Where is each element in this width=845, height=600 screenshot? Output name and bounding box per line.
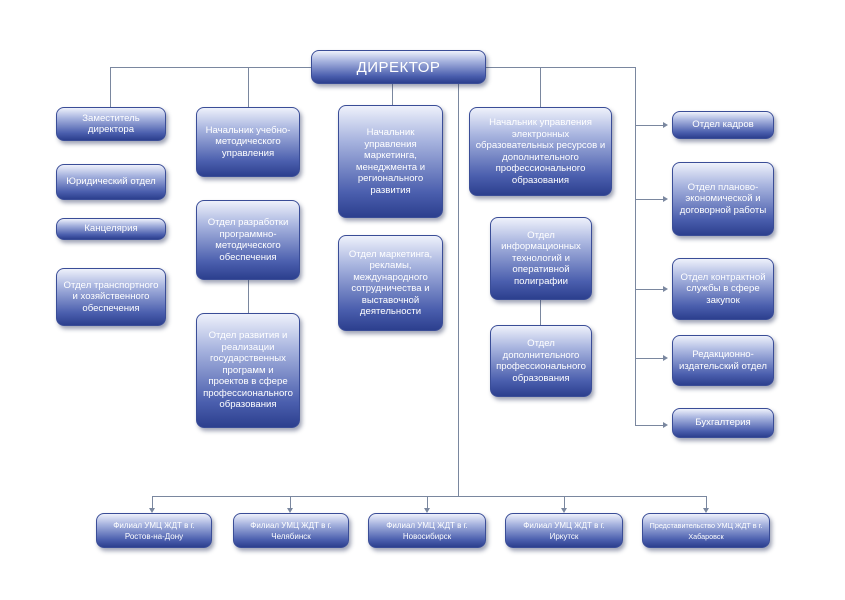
branch-chelyabinsk-node[interactable]: Филиал УМЦ ЖДТ в г. Челябинск — [233, 513, 349, 548]
programs-department-node[interactable]: Отдел развития и реализации государствен… — [196, 313, 300, 428]
software-department-node[interactable]: Отдел разработки программно-методическог… — [196, 200, 300, 280]
transport-department-node[interactable]: Отдел транспортного и хозяйственного обе… — [56, 268, 166, 326]
node-label: Юридический отдел — [66, 176, 156, 188]
arrow-right-icon — [663, 122, 668, 128]
node-label: Филиал УМЦ ЖДТ в г. Челябинск — [250, 520, 332, 541]
branch-khabarovsk-node[interactable]: Представительство УМЦ ЖДТ в г. Хабаровск — [642, 513, 770, 548]
arrow-down-icon — [149, 508, 155, 513]
it-department-node[interactable]: Отдел информационных технологий и операт… — [490, 217, 592, 300]
connector — [540, 300, 541, 325]
branch-rostov-node[interactable]: Филиал УМЦ ЖДТ в г. Ростов-на-Дону — [96, 513, 212, 548]
marketing-department-node[interactable]: Отдел маркетинга, рекламы, международног… — [338, 235, 443, 331]
connector — [635, 425, 665, 426]
node-label: Представительство УМЦ ЖДТ в г. Хабаровск — [649, 520, 763, 541]
arrow-down-icon — [703, 508, 709, 513]
planning-department-node[interactable]: Отдел планово-экономической и договорной… — [672, 162, 774, 236]
connector — [635, 358, 665, 359]
node-label: Отдел информационных технологий и операт… — [501, 229, 581, 287]
methodical-head-node[interactable]: Начальник учебно-методического управлени… — [196, 107, 300, 177]
procurement-department-node[interactable]: Отдел контрактной службы в сфере закупок — [672, 258, 774, 320]
marketing-head-node[interactable]: Начальник управления маркетинга, менеджм… — [338, 105, 443, 218]
branch-novosibirsk-node[interactable]: Филиал УМЦ ЖДТ в г. Новосибирск — [368, 513, 486, 548]
node-label: Заместитель директора — [82, 112, 140, 136]
node-label: Отдел контрактной службы в сфере закупок — [680, 271, 766, 306]
connector — [635, 67, 636, 425]
node-label: Редакционно-издательский отдел — [679, 349, 767, 372]
node-label: Отдел разработки программно-методическог… — [207, 217, 289, 263]
connector — [706, 496, 707, 510]
node-label: Филиал УМЦ ЖДТ в г. Новосибирск — [386, 520, 468, 541]
director-label: ДИРЕКТОР — [356, 58, 441, 76]
arrow-down-icon — [561, 508, 567, 513]
node-label: Канцелярия — [84, 223, 138, 235]
node-label: Филиал УМЦ ЖДТ в г. Иркутск — [523, 520, 605, 541]
node-label: Филиал УМЦ ЖДТ в г. Ростов-на-Дону — [113, 520, 195, 541]
arrow-right-icon — [663, 422, 668, 428]
arrow-right-icon — [663, 355, 668, 361]
connector — [540, 67, 541, 107]
further-education-department-node[interactable]: Отдел дополнительного профессионального … — [490, 325, 592, 397]
publishing-department-node[interactable]: Редакционно-издательский отдел — [672, 335, 774, 386]
connector — [635, 199, 665, 200]
connector — [427, 496, 428, 510]
accounting-node[interactable]: Бухгалтерия — [672, 408, 774, 438]
connector — [248, 67, 249, 107]
connector — [152, 496, 153, 510]
node-label: Отдел планово-экономической и договорной… — [679, 181, 767, 216]
connector — [290, 496, 291, 510]
connector — [458, 84, 459, 496]
connector — [110, 67, 111, 107]
arrow-right-icon — [663, 196, 668, 202]
branch-irkutsk-node[interactable]: Филиал УМЦ ЖДТ в г. Иркутск — [505, 513, 623, 548]
node-label: Начальник управления электронных образов… — [475, 117, 606, 186]
connector — [152, 496, 706, 497]
arrow-down-icon — [424, 508, 430, 513]
director-node[interactable]: ДИРЕКТОР — [311, 50, 486, 84]
hr-department-node[interactable]: Отдел кадров — [672, 111, 774, 139]
legal-department-node[interactable]: Юридический отдел — [56, 164, 166, 200]
arrow-right-icon — [663, 286, 668, 292]
connector — [635, 289, 665, 290]
node-label: Отдел развития и реализации государствен… — [203, 330, 293, 411]
connector — [248, 280, 249, 313]
connector — [564, 496, 565, 510]
node-label: Отдел кадров — [692, 119, 754, 131]
node-label: Отдел маркетинга, рекламы, международног… — [348, 248, 433, 318]
connector — [635, 125, 665, 126]
deputy-director-node[interactable]: Заместитель директора — [56, 107, 166, 141]
node-label: Отдел транспортного и хозяйственного обе… — [63, 279, 159, 314]
connector — [392, 67, 393, 105]
node-label: Бухгалтерия — [695, 417, 751, 429]
node-label: Начальник учебно-методического управлени… — [205, 124, 291, 159]
chancellery-node[interactable]: Канцелярия — [56, 218, 166, 240]
node-label: Начальник управления маркетинга, менеджм… — [355, 127, 426, 196]
node-label: Отдел дополнительного профессионального … — [496, 338, 586, 384]
elearning-head-node[interactable]: Начальник управления электронных образов… — [469, 107, 612, 196]
arrow-down-icon — [287, 508, 293, 513]
